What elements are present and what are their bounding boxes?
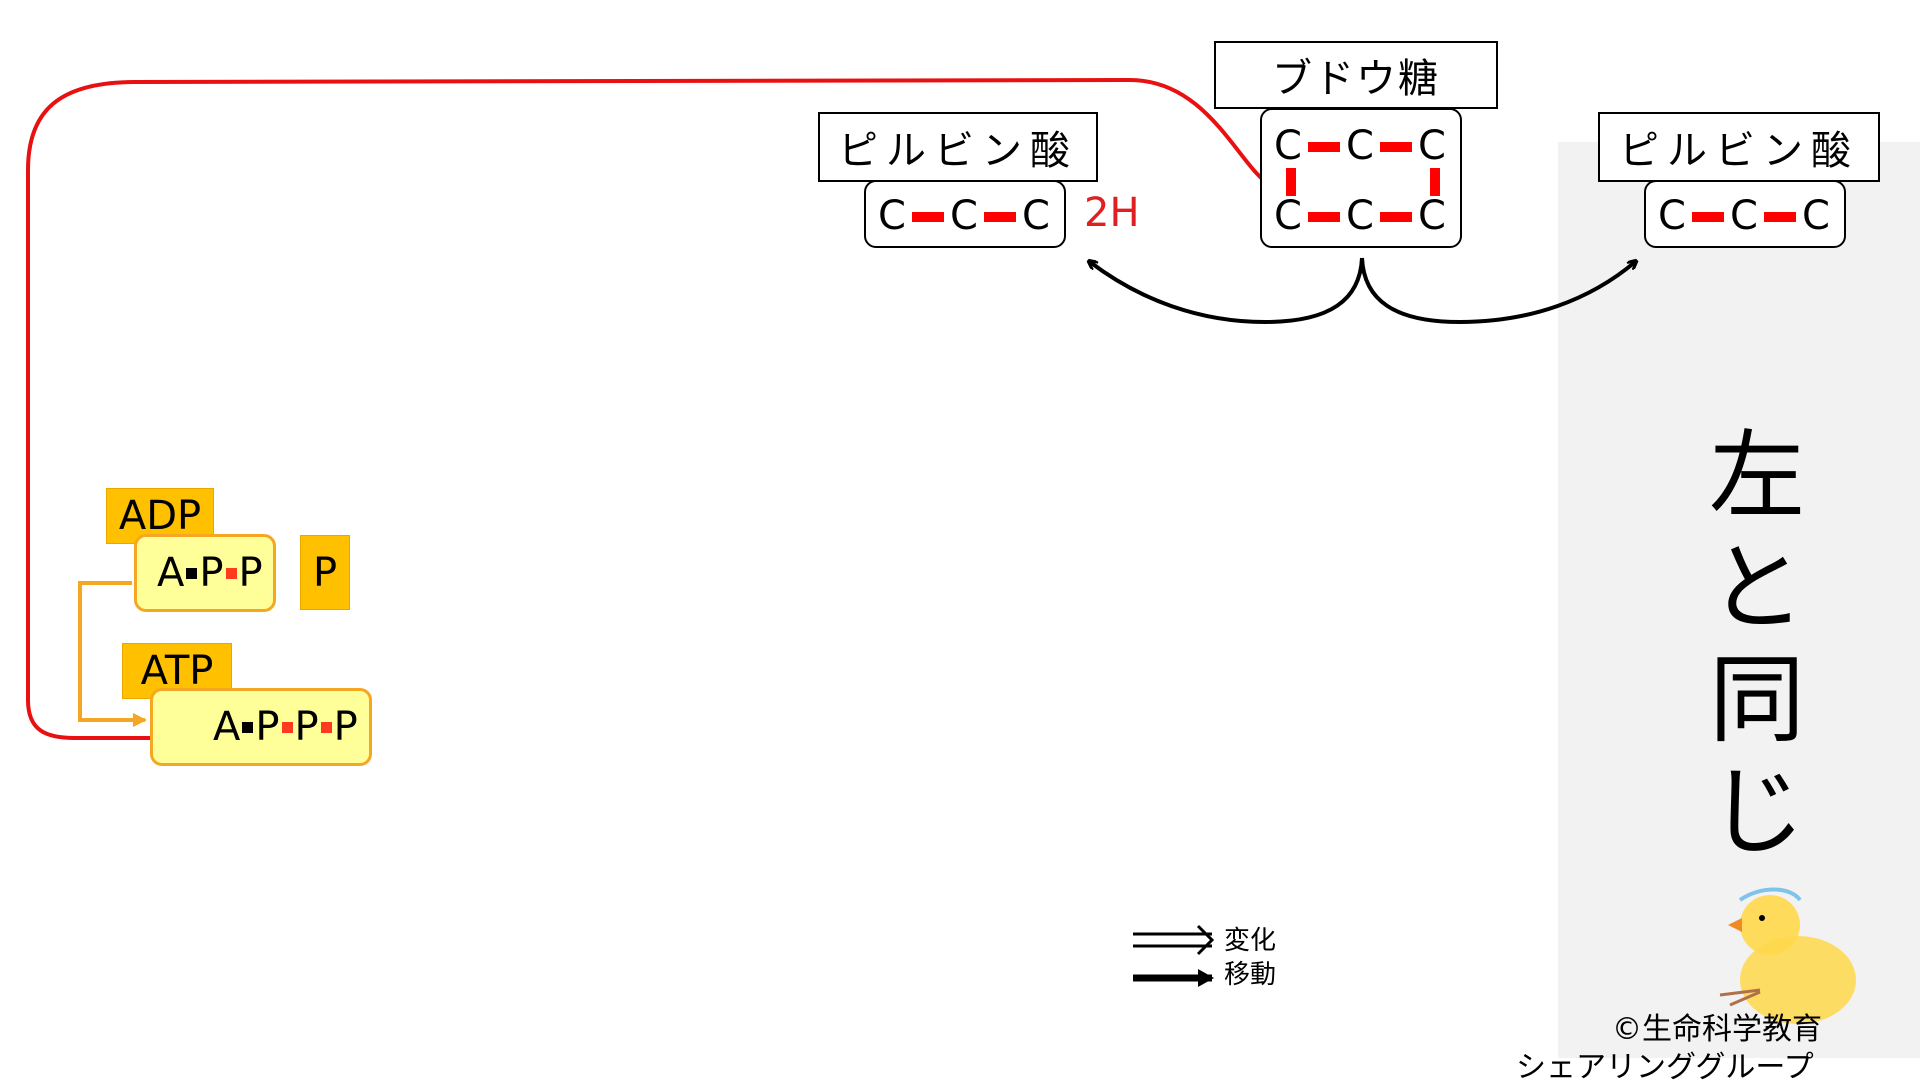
split-arrow-left [1090, 257, 1364, 325]
phosphate-label: P [333, 704, 358, 750]
carbon-atom: C [1802, 193, 1830, 239]
atp-tag-text: ATP [140, 648, 214, 694]
bond [1764, 212, 1796, 222]
bond [1308, 212, 1340, 222]
adp-tag-text: ADP [118, 493, 202, 539]
phosphate-bond [186, 567, 198, 579]
free-phosphate-text: P [312, 549, 338, 596]
side-note: 左 と 同 じ [1702, 420, 1812, 868]
copyright-line1: ©生命科学教育 [1612, 1012, 1822, 1047]
pyruvate-left-label-text: ピルビン酸 [838, 128, 1078, 174]
phosphate-label: P [199, 550, 224, 596]
glucose-molecule: C C C C C C [1260, 108, 1462, 248]
phosphate-label: P [238, 550, 263, 596]
carbon-atom: C [1274, 193, 1302, 239]
carbon-atom: C [1658, 193, 1686, 239]
legend-change-arrow [1133, 924, 1215, 956]
side-panel [1558, 142, 1920, 1058]
carbon-atom: C [878, 193, 906, 239]
high-energy-bond [320, 721, 332, 733]
bond [1308, 142, 1340, 152]
free-phosphate: P [300, 535, 350, 610]
hydrogen-label: 2H [1084, 190, 1140, 236]
carbon-atom: C [1346, 193, 1374, 239]
copyright-line2: シェアリンググループ [1516, 1050, 1814, 1085]
chick-illustration-icon [1719, 887, 1856, 1024]
bond [1692, 212, 1724, 222]
phosphate-label: P [255, 704, 280, 750]
carbon-atom: C [1730, 193, 1758, 239]
side-note-char: 左 [1709, 420, 1805, 532]
pyruvate-left-label: ピルビン酸 [818, 112, 1098, 182]
carbon-atom: C [1418, 123, 1446, 169]
pyruvate-right-label-text: ピルビン酸 [1619, 128, 1859, 174]
bond [1286, 168, 1296, 196]
glucose-label: ブドウ糖 [1214, 41, 1498, 109]
bond [912, 212, 944, 222]
bond [1380, 142, 1412, 152]
side-note-char: じ [1709, 756, 1805, 868]
phosphate-bond [242, 721, 254, 733]
legend-change-label: 変化 [1224, 926, 1277, 956]
red-energy-arrow [26, 77, 1273, 745]
adenosine-label: A [157, 550, 185, 596]
high-energy-bond [225, 567, 237, 579]
split-arrow-right [1360, 258, 1635, 325]
carbon-atom: C [1022, 193, 1050, 239]
carbon-atom: C [1346, 123, 1374, 169]
pyruvate-right-label: ピルビン酸 [1598, 112, 1880, 182]
adp-to-atp-arrow [78, 581, 147, 727]
carbon-atom: C [950, 193, 978, 239]
side-note-char: 同 [1709, 644, 1805, 756]
high-energy-bond [281, 721, 293, 733]
side-note-char: と [1709, 532, 1805, 644]
glucose-label-text: ブドウ糖 [1272, 56, 1440, 102]
carbon-atom: C [1418, 193, 1446, 239]
phosphate-label: P [294, 704, 319, 750]
legend-move-label: 移動 [1224, 960, 1277, 990]
pyruvate-right-molecule: C C C [1644, 180, 1846, 248]
carbon-atom: C [1274, 123, 1302, 169]
adenosine-label: A [213, 704, 241, 750]
bond [984, 212, 1016, 222]
bond [1380, 212, 1412, 222]
bond [1430, 168, 1440, 196]
pyruvate-left-molecule: C C C [864, 180, 1066, 248]
